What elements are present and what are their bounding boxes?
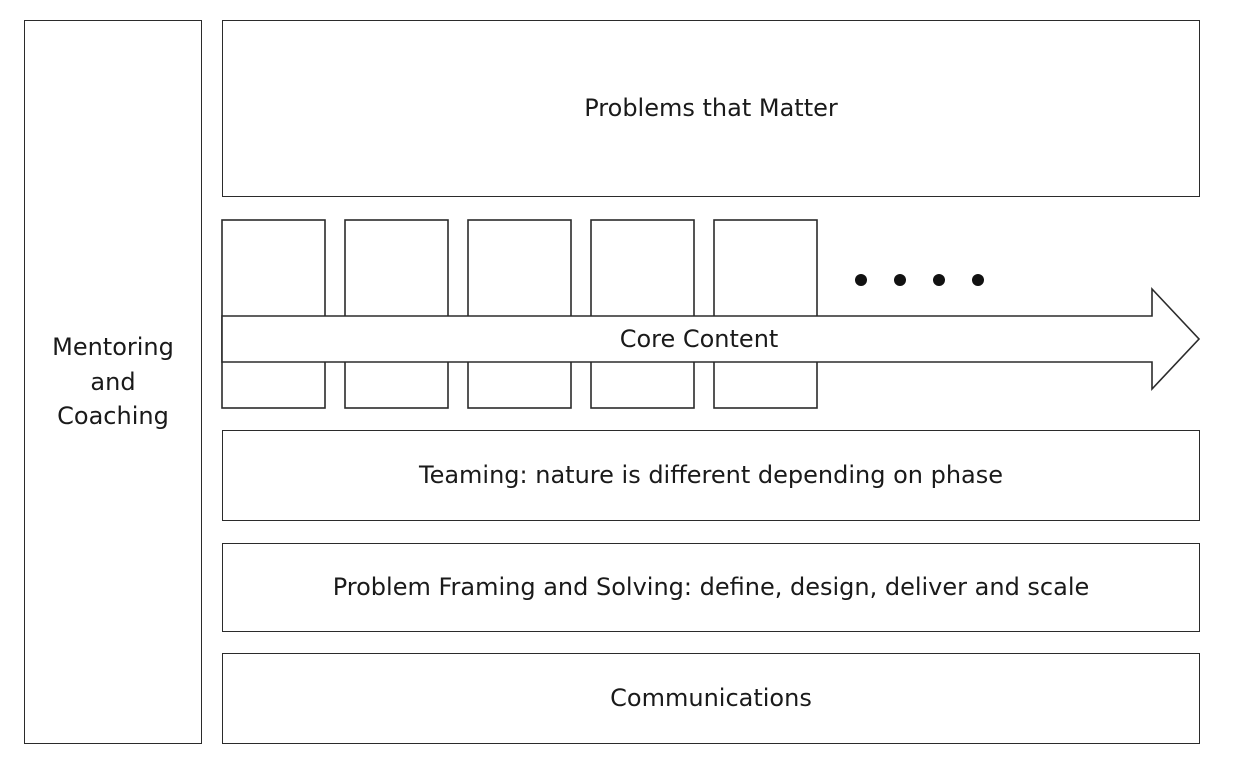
core-content-label-wrap: Core Content — [222, 316, 1176, 362]
ellipsis-dot-4 — [972, 274, 984, 286]
problem-framing-box: Problem Framing and Solving: define, des… — [222, 543, 1200, 632]
module-box-3 — [467, 219, 572, 409]
module-boxes — [221, 219, 818, 409]
module-box-5 — [713, 219, 818, 409]
problem-framing-label: Problem Framing and Solving: define, des… — [332, 572, 1090, 601]
communications-box: Communications — [222, 653, 1200, 744]
problems-that-matter-label: Problems that Matter — [584, 93, 838, 122]
ellipsis-dot-3 — [933, 274, 945, 286]
mentoring-coaching-box: Mentoring and Coaching — [24, 20, 202, 744]
teaming-box: Teaming: nature is different depending o… — [222, 430, 1200, 521]
ellipsis-dot-1 — [855, 274, 867, 286]
core-content-arrow — [221, 286, 1201, 392]
teaming-label: Teaming: nature is different depending o… — [418, 460, 1004, 489]
ellipsis-dots — [855, 274, 984, 286]
module-box-1 — [221, 219, 326, 409]
communications-label: Communications — [610, 683, 812, 712]
mentoring-line-1: Mentoring — [52, 332, 174, 361]
core-content-label: Core Content — [619, 325, 779, 353]
mentoring-line-3: Coaching — [57, 402, 169, 431]
problems-that-matter-box: Problems that Matter — [222, 20, 1200, 197]
module-box-4 — [590, 219, 695, 409]
mentoring-coaching-label: Mentoring and Coaching — [52, 330, 174, 434]
ellipsis-dot-2 — [894, 274, 906, 286]
mentoring-line-2: and — [90, 367, 136, 396]
module-box-2 — [344, 219, 449, 409]
